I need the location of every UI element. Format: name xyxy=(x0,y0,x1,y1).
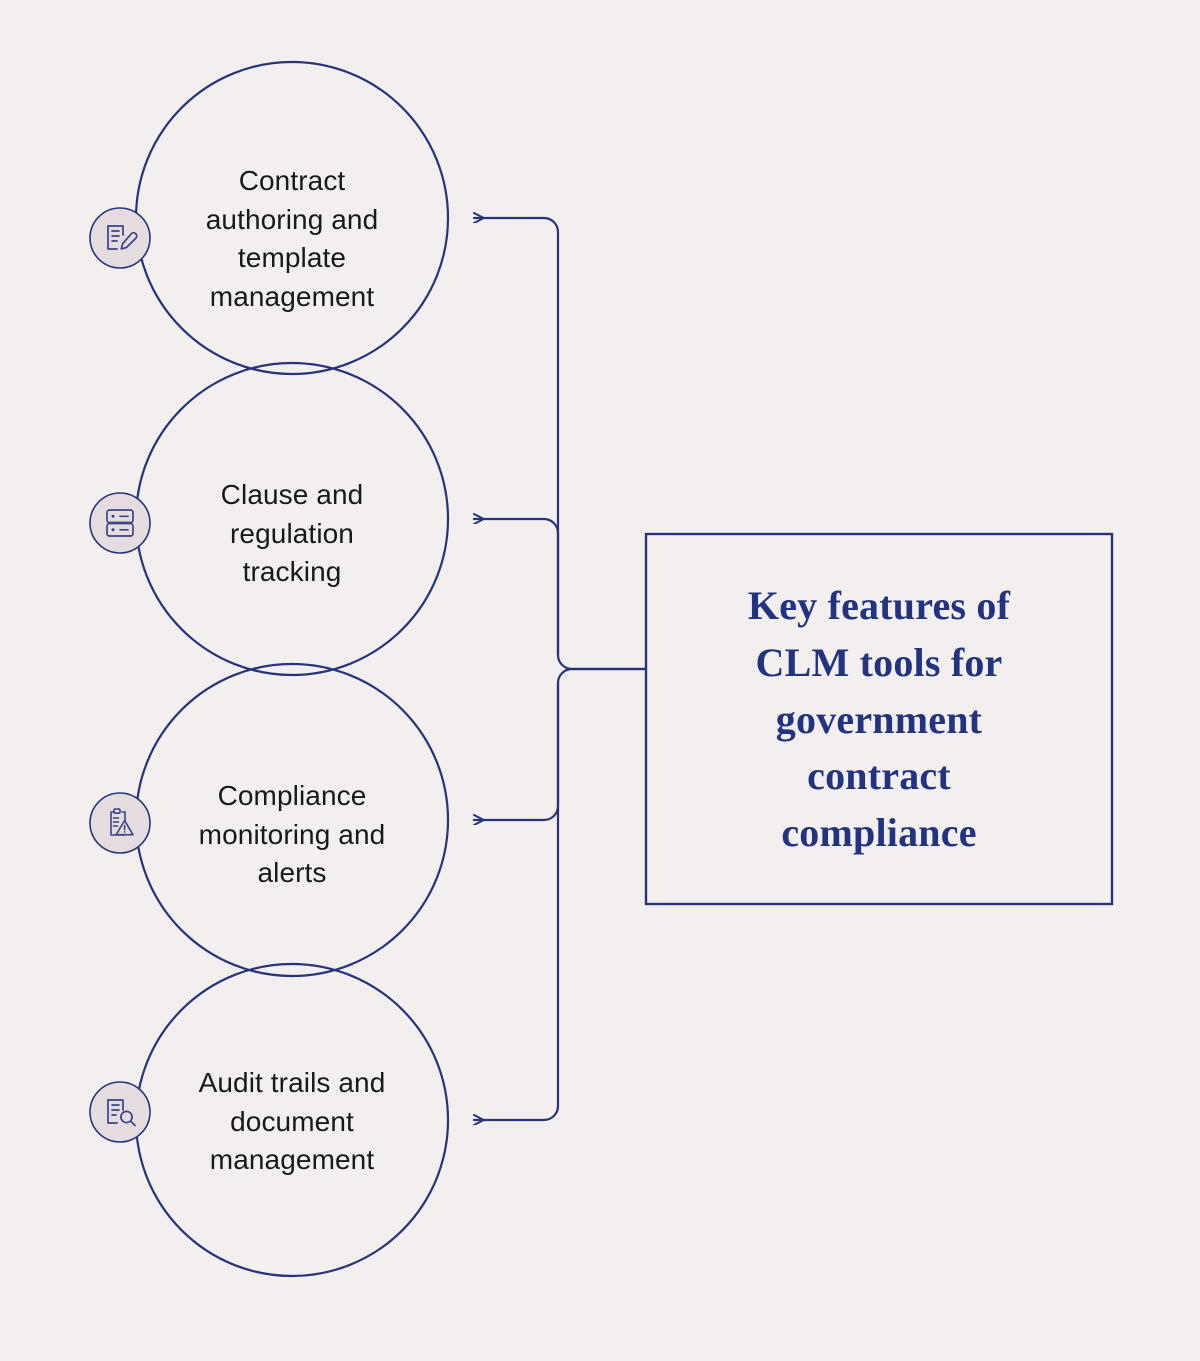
document-search-icon xyxy=(107,1099,136,1127)
icon-badge-3[interactable] xyxy=(89,792,151,854)
connector-branch-1 xyxy=(472,218,560,657)
icon-badge-1[interactable] xyxy=(89,207,151,269)
icon-badge-4[interactable] xyxy=(89,1081,151,1143)
branch-label-3: Compliance monitoring and alerts xyxy=(198,780,386,889)
connector-branch-2 xyxy=(472,519,560,657)
connector-branch-4 xyxy=(472,681,560,1120)
clipboard-alert-icon xyxy=(110,808,134,836)
connector-branch-3 xyxy=(472,681,560,820)
connector-trunk-lower xyxy=(556,667,648,685)
branch-label-4: Audit trails and document management xyxy=(198,1067,386,1176)
page-title: Key features of CLM tools for government… xyxy=(747,583,1011,856)
icon-badge-2[interactable] xyxy=(89,492,151,554)
central-title-box[interactable] xyxy=(644,532,1114,906)
branch-label-2: Clause and regulation tracking xyxy=(220,479,364,588)
connector-trunk xyxy=(556,653,648,671)
branch-label-1: Contract authoring and template manageme… xyxy=(205,164,379,312)
list-rows-icon xyxy=(106,509,134,537)
document-edit-icon xyxy=(107,225,138,250)
